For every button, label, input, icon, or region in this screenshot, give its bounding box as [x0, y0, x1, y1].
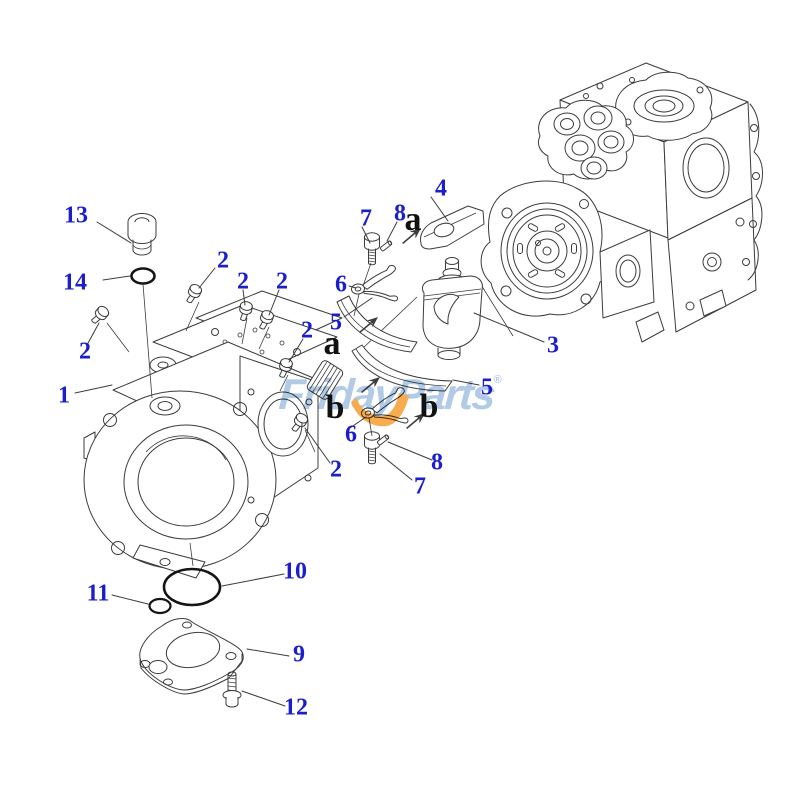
stopper-wedge-4 — [420, 205, 485, 250]
fork-6-upper — [349, 264, 399, 306]
oring-11-drawing — [148, 597, 172, 615]
section-letter-b-left: b — [325, 389, 345, 426]
callout-11: 11 — [86, 580, 110, 607]
callout-8-upper: 8 — [394, 200, 406, 227]
callout-2-b: 2 — [217, 247, 229, 274]
bolt-7-lower — [364, 431, 380, 465]
plug-13-drawing — [127, 213, 157, 256]
callout-12: 12 — [284, 694, 308, 721]
oring-14-drawing — [130, 267, 194, 567]
gasket-plate-9 — [139, 618, 244, 695]
bolts-2-group — [88, 282, 316, 453]
pin-8-upper — [379, 239, 393, 252]
assembled-pump-view — [477, 62, 763, 343]
cradle-shell-upper-5 — [336, 295, 418, 353]
callout-10: 10 — [283, 558, 307, 585]
callout-3: 3 — [547, 332, 559, 359]
callout-2-a: 2 — [79, 338, 91, 365]
callout-2-f: 2 — [330, 456, 342, 483]
section-letter-b-right: b — [419, 388, 439, 425]
callout-6-upper: 6 — [335, 271, 347, 298]
callout-14: 14 — [63, 269, 87, 296]
fork-6-lower — [358, 386, 410, 430]
callout-6-lower: 6 — [345, 421, 357, 448]
callout-2-e: 2 — [301, 317, 313, 344]
pump-housing-drawing — [83, 290, 343, 579]
callout-8-lower: 8 — [431, 449, 443, 476]
bolt-12-drawing — [222, 671, 242, 708]
callout-7-lower: 7 — [414, 473, 426, 500]
callout-5-lower: 5 — [481, 374, 493, 401]
spline-shaft-end — [306, 360, 344, 400]
callout-7-upper: 7 — [360, 205, 372, 232]
callout-13: 13 — [64, 202, 88, 229]
cradle-shell-lower-5 — [351, 344, 453, 392]
oring-10-drawing — [162, 567, 222, 607]
callout-1: 1 — [58, 382, 70, 409]
section-letter-a-lower: a — [323, 325, 341, 362]
rocker-cam-drawing — [361, 257, 483, 360]
callout-5-upper: 5 — [330, 309, 342, 336]
callout-9: 9 — [293, 641, 305, 668]
callout-2-d: 2 — [276, 268, 288, 295]
section-letter-a-upper: a — [404, 201, 422, 238]
callout-2-c: 2 — [237, 268, 249, 295]
callout-4: 4 — [435, 175, 447, 202]
